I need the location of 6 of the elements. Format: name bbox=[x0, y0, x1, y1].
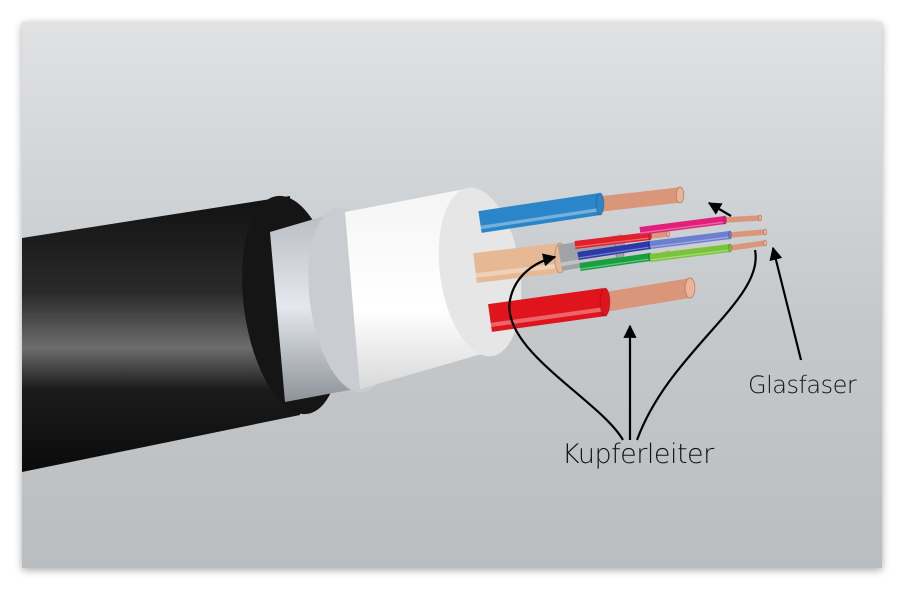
leader-arrow bbox=[508, 254, 624, 441]
callout-label: Glasfaser bbox=[748, 373, 856, 397]
leader-arrow bbox=[623, 324, 637, 440]
callout-label: Kupferleiter bbox=[562, 441, 714, 468]
leader-arrow bbox=[636, 202, 756, 442]
leader-arrow bbox=[769, 246, 802, 360]
